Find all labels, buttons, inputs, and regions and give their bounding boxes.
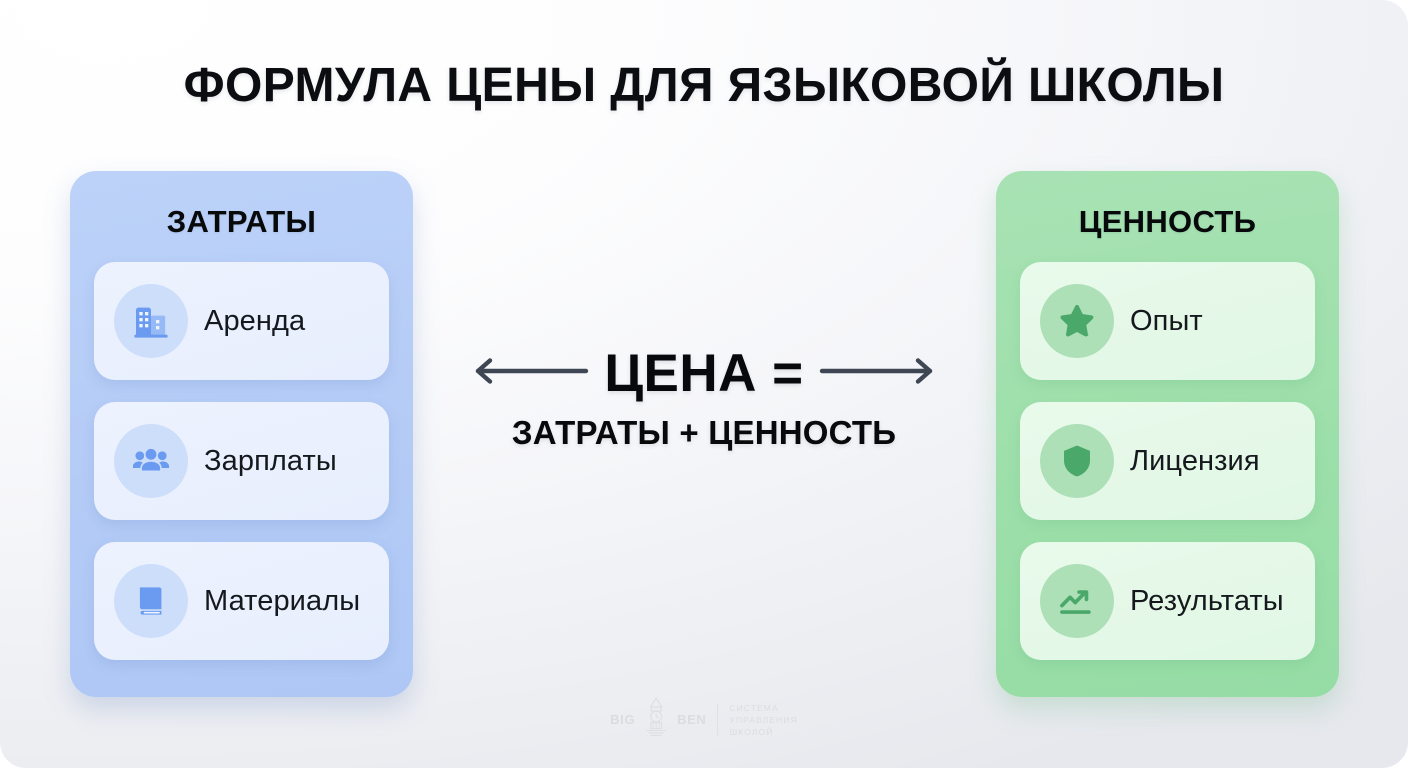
brand-word-big: BIG [610, 712, 636, 727]
book-icon [114, 564, 188, 638]
formula-sub-text: ЗАТРАТЫ + ЦЕННОСТЬ [511, 414, 897, 451]
panel-costs: ЗАТРАТЫ Аренда [70, 171, 413, 697]
formula-block: ЦЕНА = ЗАТРАТЫ + ЦЕННОСТЬ [412, 340, 996, 452]
panel-costs-heading: ЗАТРАТЫ [166, 204, 317, 239]
list-item-label: Результаты [1130, 584, 1284, 617]
list-item-label: Опыт [1130, 304, 1203, 337]
list-item-label: Зарплаты [204, 444, 337, 477]
list-item-label: Материалы [204, 584, 361, 617]
trending-up-icon [1040, 564, 1114, 638]
arrow-left-icon [468, 354, 590, 393]
brand-word-ben: BEN [677, 712, 707, 727]
footer-logo: BIG BEN СИСТЕМА УПРАВЛЕНИЯ ШКОЛОЙ [610, 696, 798, 743]
panel-value-heading: ЦЕННОСТЬ [1078, 204, 1257, 239]
list-item-materials[interactable]: Материалы [94, 542, 389, 660]
panel-value: ЦЕННОСТЬ Опыт Лицензия [996, 171, 1339, 697]
list-item-label: Лицензия [1130, 444, 1260, 477]
star-icon [1040, 284, 1114, 358]
formula-main-text: ЦЕНА = [604, 343, 804, 403]
logo-divider [717, 703, 719, 736]
list-item-salaries[interactable]: Зарплаты [94, 402, 389, 520]
page-title: ФОРМУЛА ЦЕНЫ ДЛЯ ЯЗЫКОВОЙ ШКОЛЫ [183, 59, 1225, 112]
clock-tower-icon [639, 696, 673, 743]
brand-tagline: СИСТЕМА УПРАВЛЕНИЯ ШКОЛОЙ [729, 702, 798, 738]
list-item-results[interactable]: Результаты [1020, 542, 1315, 660]
tagline-line-2: УПРАВЛЕНИЯ [729, 714, 798, 725]
brand-lockup: BIG BEN [610, 696, 706, 743]
list-item-experience[interactable]: Опыт [1020, 262, 1315, 380]
arrow-right-icon [818, 354, 940, 393]
shield-icon [1040, 424, 1114, 498]
list-item-license[interactable]: Лицензия [1020, 402, 1315, 520]
people-icon [114, 424, 188, 498]
tagline-line-3: ШКОЛОЙ [729, 726, 774, 737]
list-item-label: Аренда [204, 304, 306, 337]
building-icon [114, 284, 188, 358]
list-item-rent[interactable]: Аренда [94, 262, 389, 380]
tagline-line-1: СИСТЕМА [729, 702, 779, 713]
